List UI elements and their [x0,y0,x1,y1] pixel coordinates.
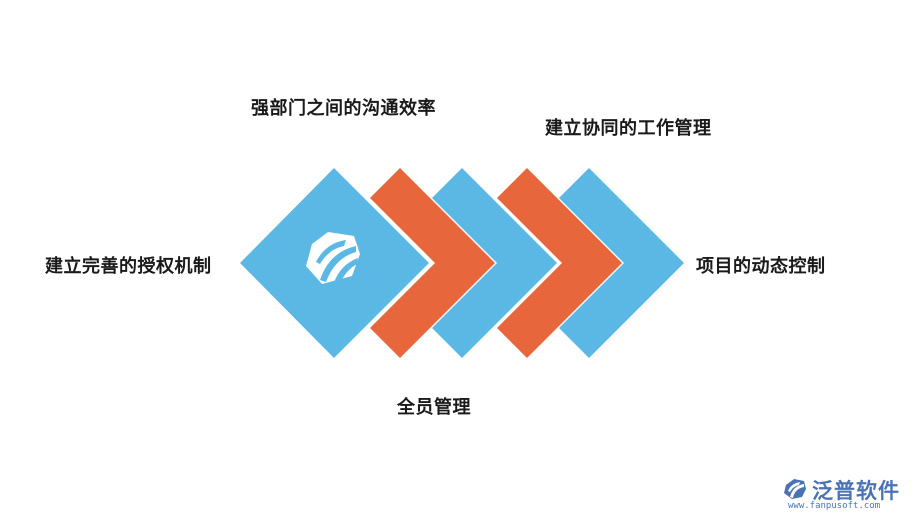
chevron-orange-1 [370,168,495,358]
label-communication-efficiency: 强部门之间的沟通效率 [251,98,436,119]
brand-name: 泛普软件 [812,479,900,503]
chevron-blue-1 [432,168,557,358]
label-all-staff-management: 全员管理 [397,397,471,418]
brand-watermark: 泛普软件 www.fanpusoft.com [782,475,914,515]
label-collaborative-management: 建立协同的工作管理 [545,118,712,139]
chevron-blue-2 [559,168,684,358]
fanpu-brand-icon [784,479,806,499]
label-dynamic-control: 项目的动态控制 [696,256,826,277]
label-authorization-mechanism: 建立完善的授权机制 [45,256,212,277]
fanpu-logo-icon [306,232,360,284]
brand-url: www.fanpusoft.com [788,501,881,511]
chevron-orange-2 [497,168,622,358]
